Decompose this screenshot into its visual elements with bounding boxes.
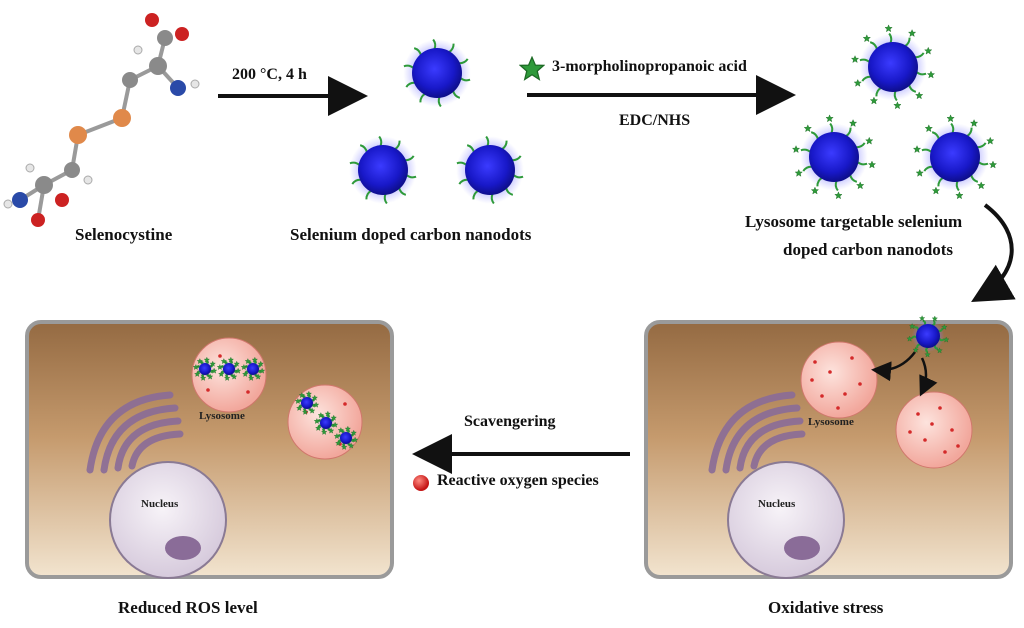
targeted-label-line1: Lysosome targetable selenium: [745, 212, 963, 231]
step2-reagent: 3-morpholinopropanoic acid: [552, 58, 747, 75]
selenocystine-label: Selenocystine: [75, 225, 173, 244]
left-lysosome-label: Lysosome: [199, 410, 245, 422]
nanodot: [456, 135, 524, 205]
nanodot: [193, 357, 217, 381]
nanodot: [403, 38, 471, 108]
nanodot: [851, 24, 935, 109]
step2-coupling: EDC/NHS: [619, 112, 691, 129]
ros-legend-icon: [413, 475, 429, 491]
nanodot: [217, 357, 241, 381]
ros-legend-label: Reactive oxygen species: [437, 472, 599, 489]
nanodots-label: Selenium doped carbon nanodots: [290, 225, 532, 244]
nanodot: [334, 426, 358, 450]
nanodot: [906, 315, 950, 358]
step1-condition: 200 °C, 4 h: [232, 66, 307, 83]
right-lysosome-label: Lysosome: [808, 416, 854, 428]
nanodot: [314, 411, 338, 435]
targeted-nanodots: [792, 24, 997, 199]
plain-nanodots: [349, 38, 524, 205]
nanodot: [295, 391, 319, 415]
right-caption: Oxidative stress: [768, 598, 884, 617]
nanodot: [241, 357, 265, 381]
left-cell: [25, 320, 394, 579]
scavenging-label: Scavengering: [464, 413, 556, 430]
curved-arrow-down: [971, 203, 1016, 302]
reagent-star-icon: [519, 56, 545, 81]
selenocystine-molecule: [3, 13, 200, 227]
right-nucleus-label: Nucleus: [758, 498, 796, 510]
right-cell: [644, 315, 1013, 579]
left-caption: Reduced ROS level: [118, 598, 258, 617]
nanodot: [792, 114, 876, 199]
nanodot: [349, 135, 417, 205]
nanodot: [913, 114, 997, 199]
targeted-label-line2: doped carbon nanodots: [783, 240, 954, 259]
left-nucleus-label: Nucleus: [141, 498, 179, 510]
